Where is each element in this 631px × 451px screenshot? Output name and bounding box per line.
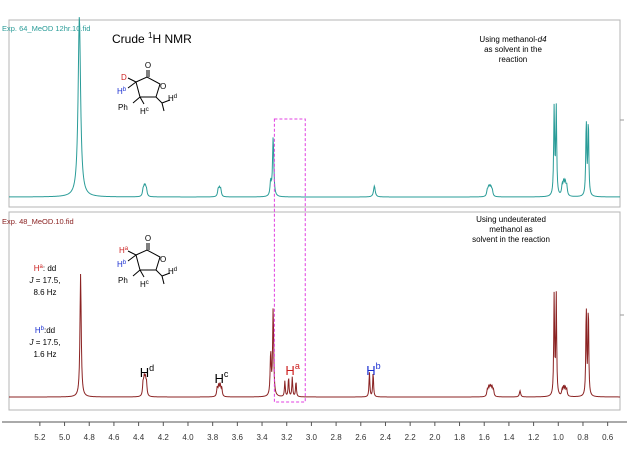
ha-hz: 8.6 Hz — [33, 288, 56, 297]
x-tick-label: 1.2 — [528, 433, 540, 442]
bottom-struct-ph: Ph — [118, 276, 128, 285]
bottom-lactone-structure — [127, 243, 171, 285]
x-tick-label: 1.6 — [479, 433, 491, 442]
x-tick-label: 4.4 — [133, 433, 145, 442]
spectrum-top-line — [9, 17, 620, 198]
x-tick-label: 5.2 — [34, 433, 46, 442]
bottom-struct-hb: Hb — [117, 260, 127, 269]
bottom-struct-hd: Hd — [168, 267, 177, 276]
x-tick-label: 2.2 — [405, 433, 417, 442]
bottom-struct-o-ring: O — [160, 255, 166, 264]
ha-coupling: J = 17.5, — [29, 276, 61, 285]
top-note-line2: as solvent in the — [484, 45, 542, 54]
top-struct-ph: Ph — [118, 103, 128, 112]
x-tick-label: 1.8 — [454, 433, 466, 442]
x-tick-label: 3.2 — [281, 433, 293, 442]
peak-labels: Hd Hc Ha Hb — [140, 361, 381, 386]
x-tick-label: 0.6 — [602, 433, 614, 442]
top-struct-hb: Hb — [117, 87, 127, 96]
top-panel-frame — [8, 19, 621, 208]
x-tick-label: 4.2 — [158, 433, 170, 442]
top-struct-hc: Hc — [140, 107, 149, 116]
bottom-note-line1: Using undeuterated — [476, 215, 546, 224]
spectrum-bottom-line — [9, 274, 620, 398]
x-tick-label: 2.4 — [380, 433, 392, 442]
bottom-struct-o-carbonyl: O — [145, 234, 151, 243]
top-struct-hd: Hd — [168, 94, 177, 103]
x-tick-label: 1.0 — [553, 433, 565, 442]
chart-title: Crude 1H NMR — [112, 31, 192, 46]
top-note-line1: Using methanol-d4 — [479, 35, 547, 44]
bottom-note-line2: methanol as — [489, 225, 533, 234]
x-tick-label: 4.6 — [108, 433, 120, 442]
x-tick-label: 1.4 — [503, 433, 515, 442]
x-tick-label: 3.4 — [256, 433, 268, 442]
x-tick-label: 4.8 — [84, 433, 96, 442]
top-note-line3: reaction — [499, 55, 527, 64]
top-struct-d: D — [121, 73, 127, 82]
x-tick-label: 2.8 — [331, 433, 343, 442]
top-lactone-structure — [127, 70, 171, 112]
x-tick-label: 3.8 — [207, 433, 219, 442]
peak-label-hb: Hb — [366, 361, 380, 378]
x-tick-label: 5.0 — [59, 433, 71, 442]
bottom-struct-ha: Ha — [119, 246, 129, 255]
top-panel-label: Exp. 64_MeOD 12hr.10.fid — [2, 24, 90, 33]
peak-label-hc: Hc — [214, 369, 228, 386]
peak-label-ha: Ha — [285, 361, 299, 378]
x-axis: 5.2 5.0 4.8 4.6 4.4 4.2 4.0 3.8 3.6 3.4 3.2 3.0 2.8 2… — [2, 421, 627, 442]
x-tick-label: 4.0 — [182, 433, 194, 442]
bottom-struct-hc: Hc — [140, 280, 149, 289]
top-struct-o-carbonyl: O — [145, 61, 151, 70]
hb-coupling: J = 17.5, — [29, 338, 61, 347]
hb-hz: 1.6 Hz — [33, 350, 56, 359]
x-tick-label: 3.6 — [232, 433, 244, 442]
top-struct-o-ring: O — [160, 82, 166, 91]
x-tick-label: 0.8 — [577, 433, 589, 442]
ha-multiplicity: Ha: dd — [34, 264, 56, 273]
peak-label-hd: Hd — [140, 363, 154, 380]
x-tick-label: 3.0 — [306, 433, 318, 442]
x-tick-label: 2.6 — [355, 433, 367, 442]
x-tick-label: 2.0 — [429, 433, 441, 442]
bottom-panel-label: Exp. 48_MeOD.10.fid — [2, 217, 74, 226]
bottom-note-line3: solvent in the reaction — [472, 235, 550, 244]
hb-multiplicity: Hb:dd — [35, 326, 55, 335]
highlight-region-box — [273, 118, 306, 403]
bottom-panel-frame — [8, 211, 621, 411]
